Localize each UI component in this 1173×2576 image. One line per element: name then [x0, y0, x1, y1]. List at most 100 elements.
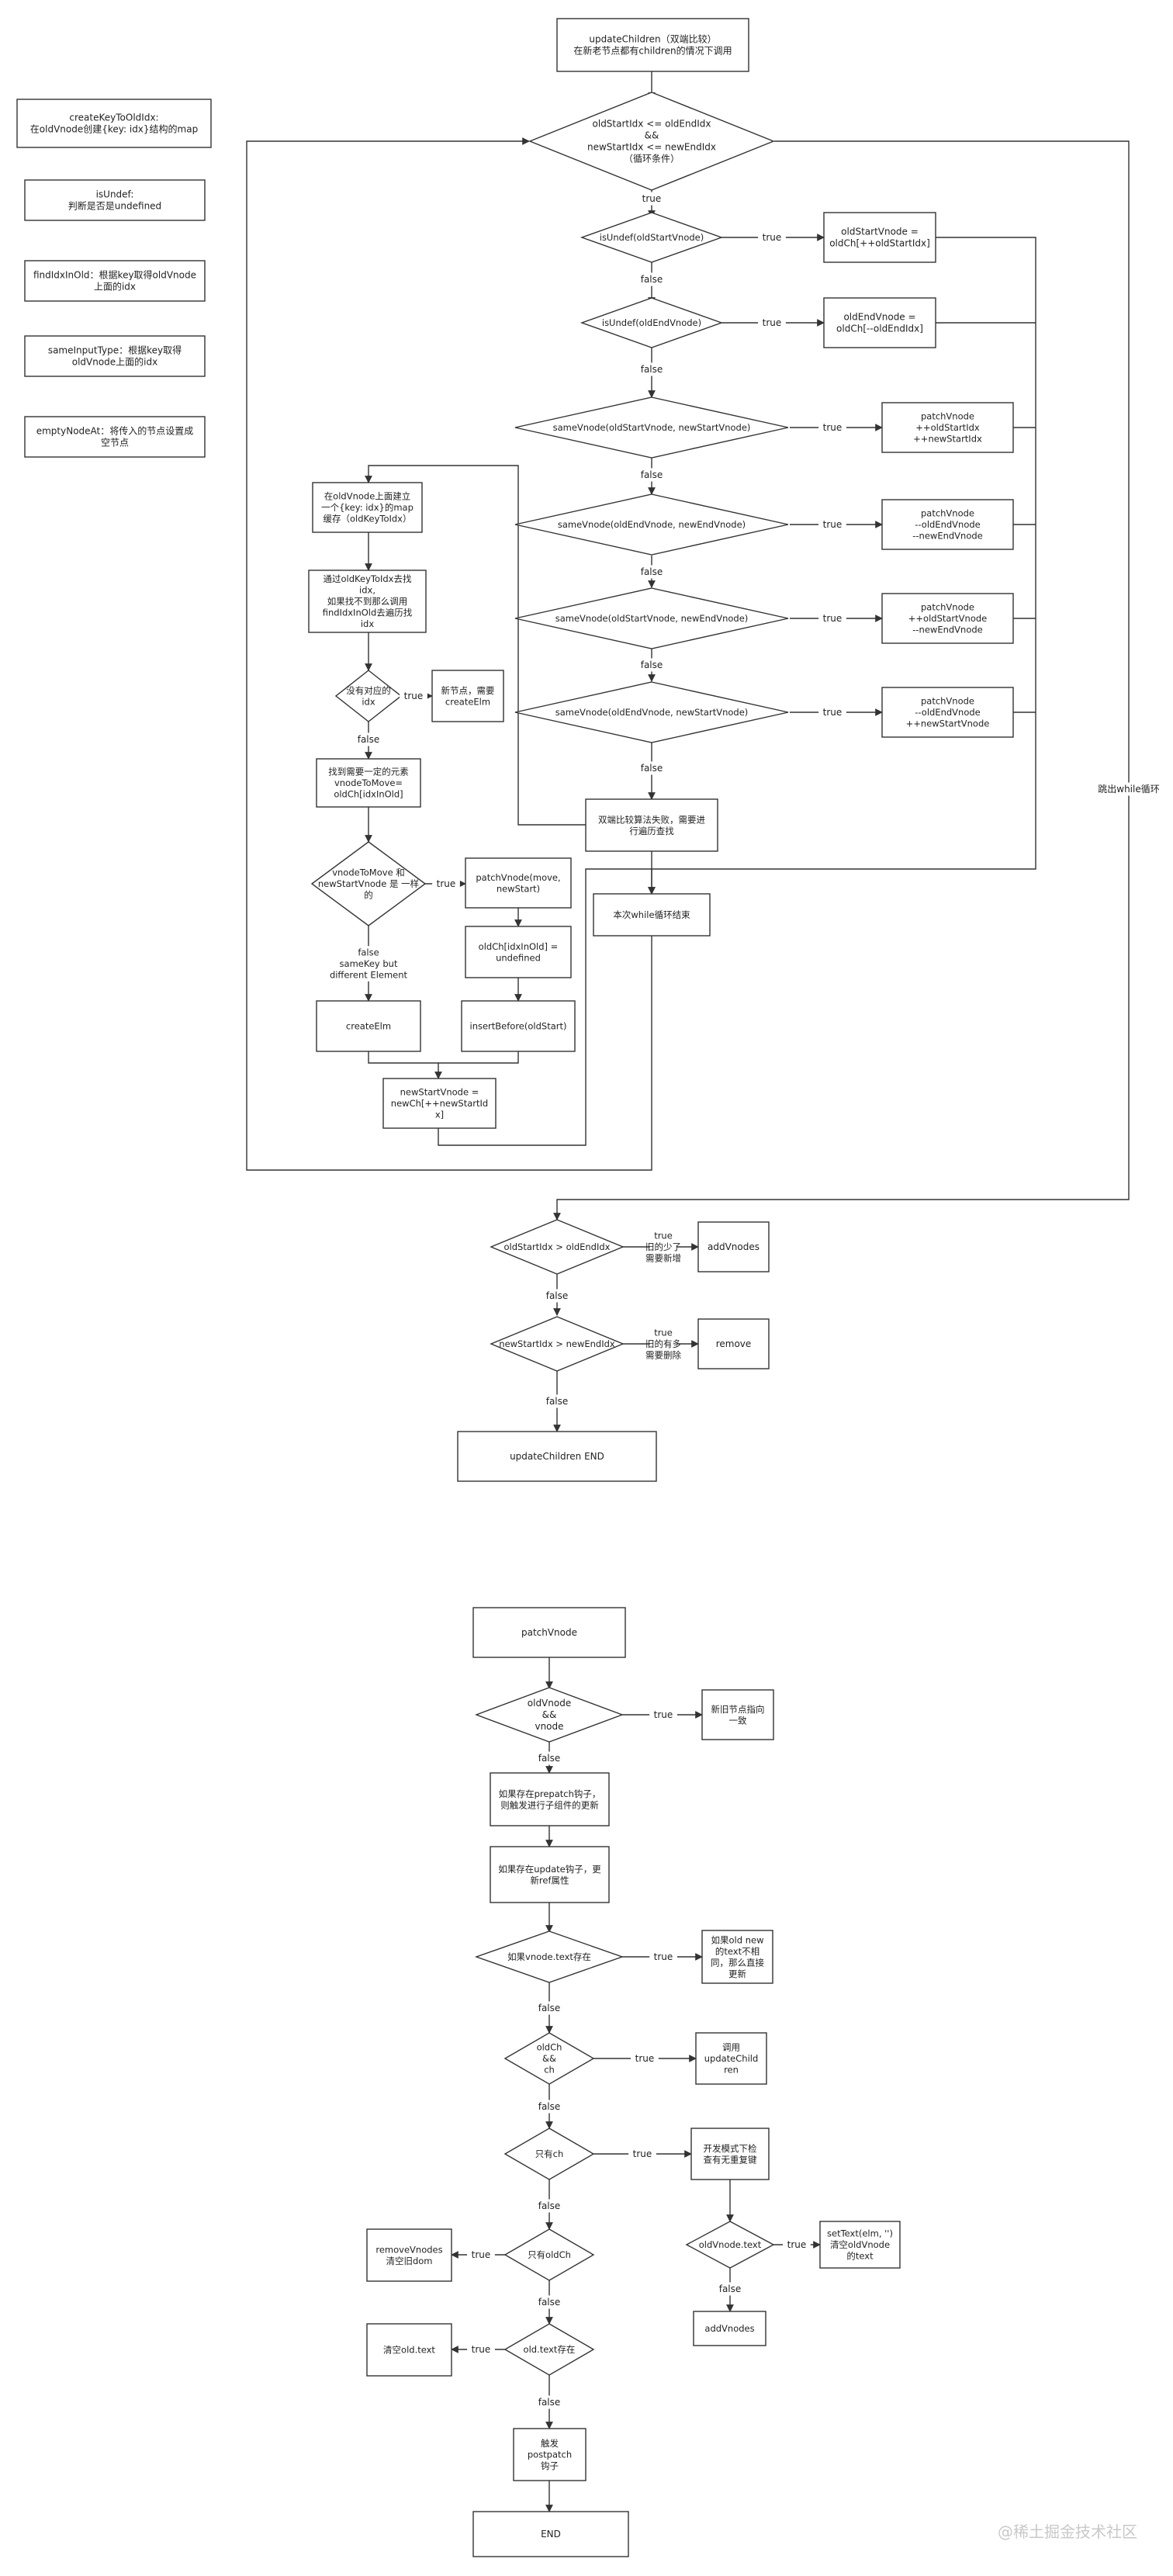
lbl-ee-false-bg [635, 565, 669, 579]
legend-1-node: isUndef:判断是否是undefined [24, 179, 206, 221]
lbl-ee-true: true [823, 519, 843, 530]
pv-has-text-text: 如果vnode.text存在 [507, 1951, 591, 1962]
lbl-hasidx-true-bg [400, 689, 427, 703]
pv-same-ref-text: oldVnode&&vnode [528, 1698, 571, 1732]
uc-loop-cond-text: oldStartIdx <= oldEndIdx&&newStartIdx <=… [587, 118, 716, 164]
e-create-advance [368, 1051, 442, 1079]
uc-insert-before-node: insertBefore(oldStart) [461, 1000, 576, 1052]
p-lbl-onlyold-false: false [538, 2297, 561, 2308]
lbl-undef1-true: true [763, 232, 782, 243]
uc-same-end-end-node: sameVnode(oldEndVnode, newEndVnode) [514, 493, 789, 556]
lbl-es-false-bg [635, 761, 669, 775]
lbl-newex-true-bg [649, 1326, 677, 1362]
uc-patch-start-start-node: patchVnode++oldStartIdx++newStartIdx [881, 402, 1014, 453]
lbl-same-false-bg [319, 946, 418, 982]
lbl-oldex-true-bg [649, 1229, 677, 1265]
pv-call-update-children-box [695, 2032, 767, 2085]
uc-build-key-map-box [312, 482, 423, 533]
legend-4-box [24, 416, 206, 458]
uc-patch-start-end-box [881, 593, 1014, 644]
uc-patch-move-text: patchVnode(move,newStart) [476, 871, 560, 894]
uc-patch-start-end-node: patchVnode++oldStartVnode--newEndVnode [881, 593, 1014, 644]
p-lbl-same-false-bg [532, 1751, 566, 1765]
uc-loop-cond-node: oldStartIdx <= oldEndIdx&&newStartIdx <=… [528, 92, 775, 191]
uc-patch-start-end-text: patchVnode++oldStartVnode--newEndVnode [908, 601, 987, 635]
lbl-se-true-bg [818, 611, 846, 625]
p-lbl-oldtextexists-true: true [472, 2344, 491, 2355]
pv-add-vnodes-node: addVnodes [693, 2311, 766, 2346]
pv-prepatch-text: 如果存在prepatch钩子，则触发进行子组件的更新 [499, 1788, 601, 1810]
p-lbl-text-false: false [538, 2003, 561, 2013]
pv-text-differs-box [701, 1930, 773, 1984]
uc-same-start-end-diamond [514, 587, 789, 649]
uc-new-exhausted-text: newStartIdx > newEndIdx [499, 1338, 615, 1349]
pv-only-old-ch-text: 只有oldCh [528, 2249, 571, 2260]
pv-start-box [472, 1607, 626, 1658]
lbl-undef2-true: true [763, 317, 782, 328]
uc-new-exhausted-diamond [490, 1316, 625, 1372]
p-lbl-onlych-true: true [633, 2148, 652, 2159]
pv-old-text-text: oldVnode.text [699, 2239, 762, 2250]
uc-find-move-elm-box [316, 758, 421, 808]
p-lbl-onlych-false: false [538, 2200, 561, 2211]
uc-vnode-same-diamond [310, 841, 427, 926]
uc-same-end-end-diamond [514, 493, 789, 556]
pv-dev-check-keys-node: 开发模式下检查有无重复键 [690, 2128, 770, 2180]
uc-patch-end-start-node: patchVnode--oldEndVnode++newStartVnode [881, 687, 1014, 738]
lbl-se-false: false [641, 660, 663, 670]
lbl-loop-true: true [642, 193, 662, 204]
p-lbl-text-true: true [654, 1951, 673, 1962]
p-lbl-oldtext-true: true [787, 2239, 807, 2250]
p-lbl-same-true: true [654, 1709, 673, 1720]
uc-patch-end-start-text: patchVnode--oldEndVnode++newStartVnode [906, 695, 990, 729]
uc-find-idx-box [308, 570, 427, 633]
uc-new-node-create-box [431, 670, 504, 722]
p-lbl-oldtextexists-true-bg [467, 2342, 495, 2356]
uc-patch-start-start-box [881, 402, 1014, 453]
e-advance-endbox [438, 868, 656, 1146]
pv-old-text-node: oldVnode.text [685, 2221, 775, 2269]
watermark-text: @稀土掘金技术社区 [998, 2522, 1137, 2541]
uc-create-elm-text: createElm [346, 1020, 391, 1031]
lbl-es-false: false [641, 763, 663, 774]
pv-start-text: patchVnode [521, 1627, 577, 1638]
uc-set-undefined-box [465, 926, 572, 978]
uc-loop-end-box [593, 893, 711, 937]
uc-advance-old-end-text: oldEndVnode =oldCh[--oldEndIdx] [836, 311, 923, 334]
lbl-undef1-false-bg [635, 272, 669, 286]
pv-dev-check-keys-box [690, 2128, 770, 2180]
e-failed-keymap [365, 465, 586, 826]
p-lbl-oldtext-false-bg [713, 2282, 747, 2296]
lbl-same-true: true [437, 878, 456, 889]
lbl-newex-false: false [546, 1396, 569, 1407]
legend-2-box [24, 260, 206, 302]
uc-same-start-start-node: sameVnode(oldStartVnode, newStartVnode) [514, 396, 789, 459]
uc-start-text: updateChildren（双端比较）在新老节点都有children的情况下调… [573, 33, 732, 56]
label-layer: true true false true false true false true false… [319, 192, 1160, 2541]
lbl-loop-true-bg [638, 192, 666, 206]
uc-advance-old-end-box [823, 297, 936, 348]
pv-add-vnodes-box [693, 2311, 766, 2346]
lbl-ee-true-bg [818, 518, 846, 531]
p-lbl-oldtext-true-bg [783, 2238, 811, 2252]
uc-loop-cond-diamond [528, 92, 775, 191]
p-lbl-oldtextexists-false-bg [532, 2395, 566, 2409]
pv-same-ref-yes-box [701, 1689, 774, 1740]
uc-remove-text: remove [716, 1338, 752, 1349]
pv-both-children-text: oldCh&&ch [537, 2041, 562, 2075]
uc-patch-move-box [465, 857, 572, 909]
uc-remove-box [697, 1318, 770, 1369]
